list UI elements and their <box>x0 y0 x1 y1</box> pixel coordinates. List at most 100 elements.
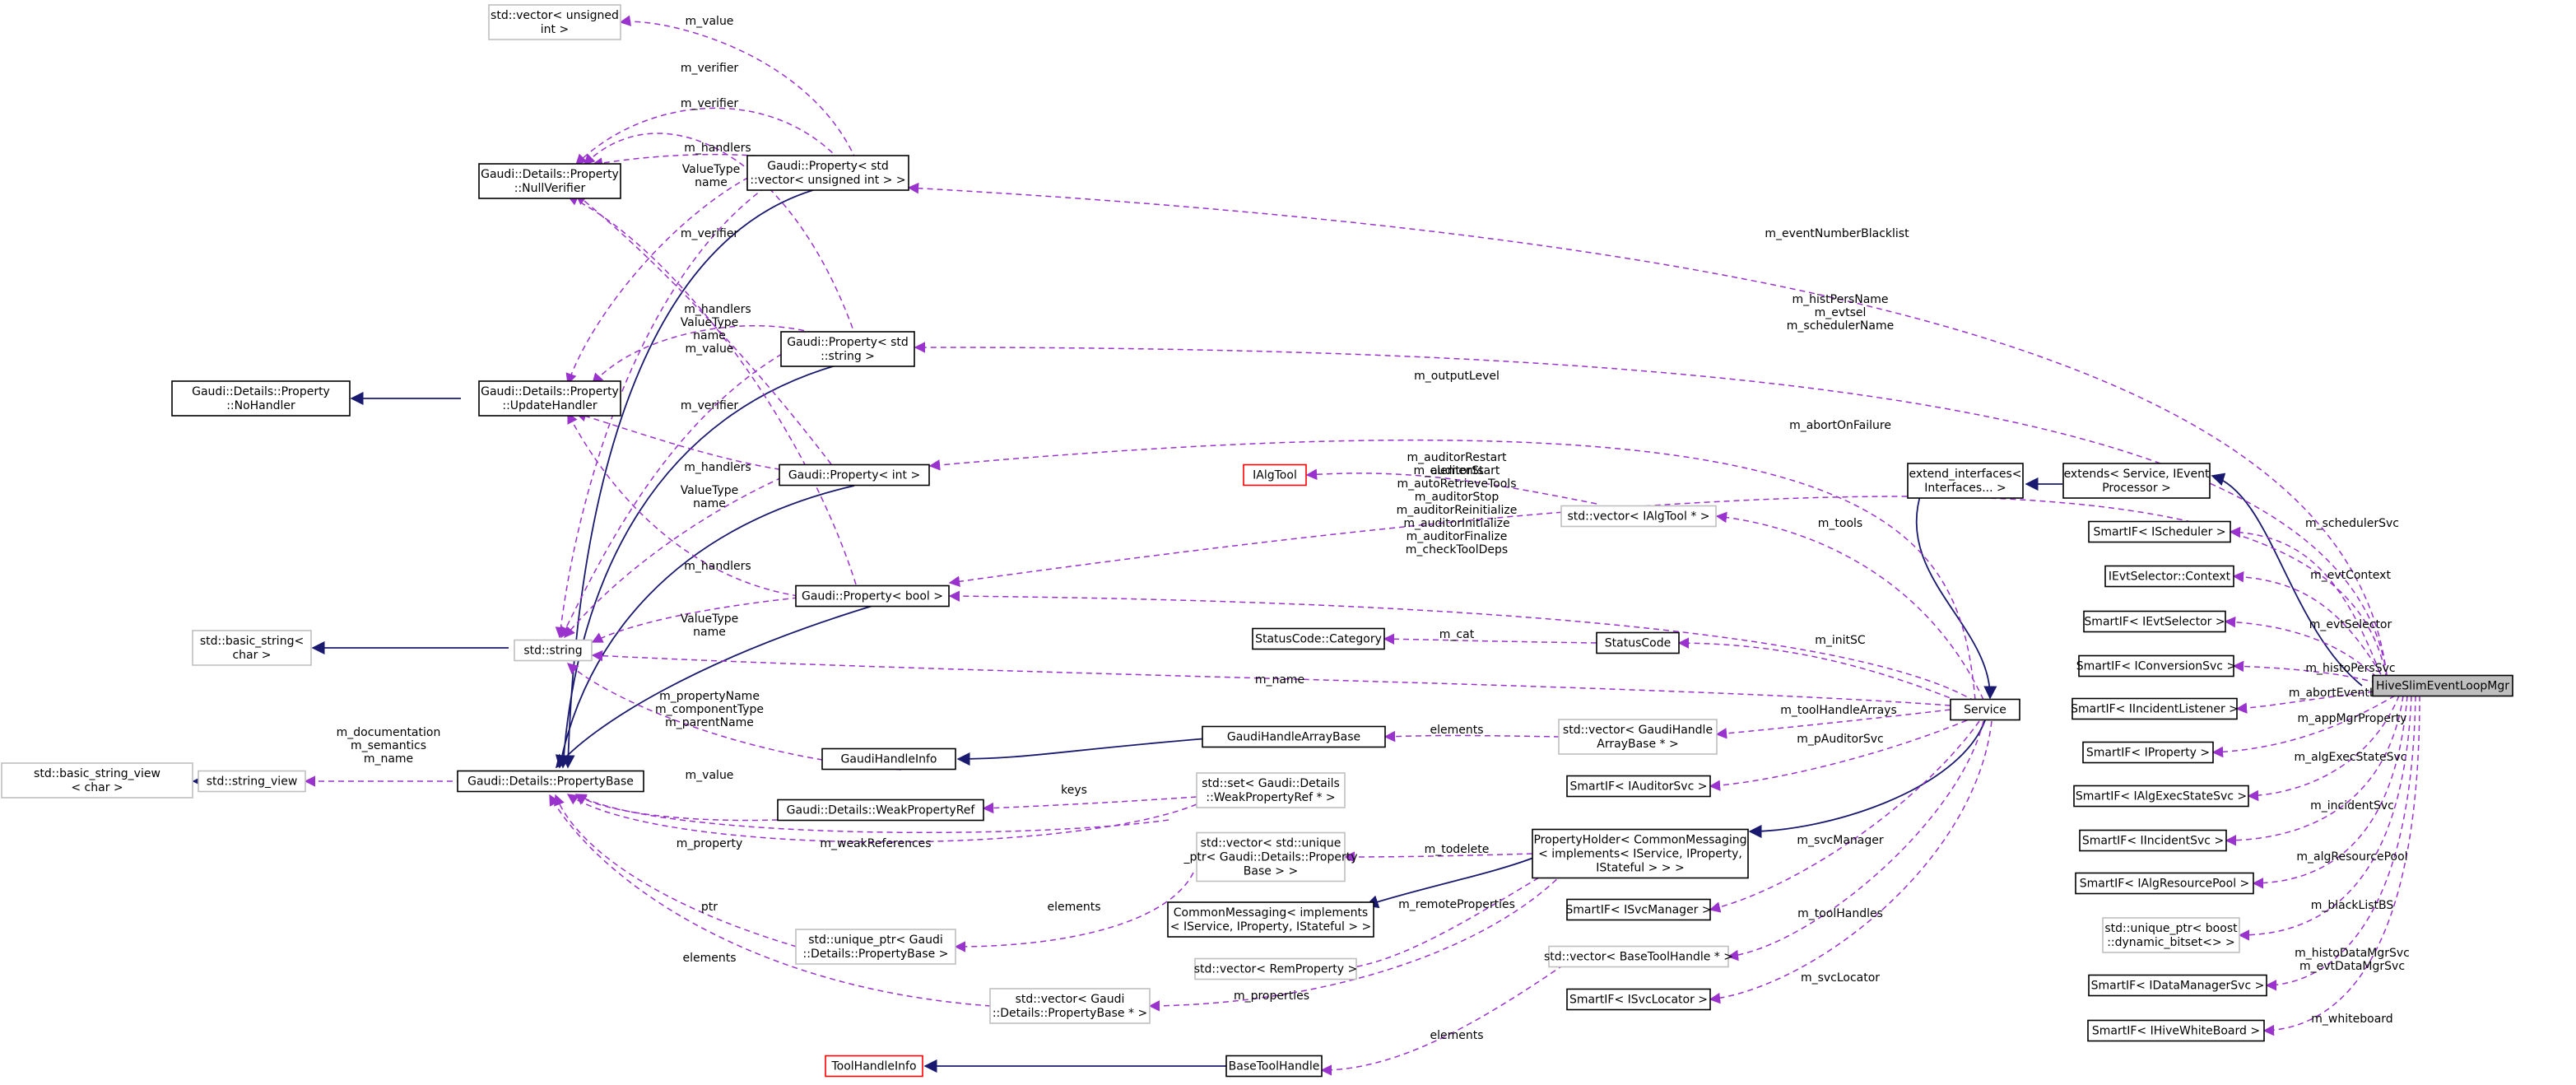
edges-layer <box>192 15 2420 1076</box>
class-node-ialgtool[interactable]: IAlgTool <box>1243 463 1307 487</box>
class-node-smartif-svclocator[interactable]: SmartIF< ISvcLocator > <box>1566 988 1711 1011</box>
edge-label-line: m_auditorFinalize <box>1407 530 1508 543</box>
class-node-commonmessaging[interactable]: CommonMessaging< implements< IService, I… <box>1167 901 1374 938</box>
class-node-label: std::vector< RemProperty > <box>1194 963 1357 976</box>
class-node-propertyholder[interactable]: PropertyHolder< CommonMessaging< impleme… <box>1532 828 1749 879</box>
class-node-smartif-evtselector[interactable]: SmartIF< IEvtSelector > <box>2083 610 2226 633</box>
class-node-prop-bool[interactable]: Gaudi::Property< bool > <box>795 584 950 608</box>
class-node-statuscode[interactable]: StatusCode <box>1596 631 1680 654</box>
class-node-label-line: int > <box>541 23 569 36</box>
usage-edge-31 <box>948 496 2388 680</box>
edge-label-line: m_property <box>677 837 743 850</box>
class-node-smartif-datamanagersvc[interactable]: SmartIF< IDataManagerSvc > <box>2088 974 2267 997</box>
edge-label-line: m_svcManager <box>1797 834 1884 847</box>
class-node-label-line: ArrayBase * > <box>1597 738 1678 751</box>
class-node-box <box>746 155 909 191</box>
class-node-smartif-property[interactable]: SmartIF< IProperty > <box>2082 741 2214 764</box>
class-node-label-line: SmartIF< ISvcManager > <box>1565 904 1711 917</box>
class-node-set-weakref[interactable]: std::set< Gaudi::Details::WeakPropertyRe… <box>1196 772 1346 808</box>
class-node-label: PropertyHolder< CommonMessaging< impleme… <box>1533 834 1746 875</box>
class-node-nullverifier[interactable]: Gaudi::Details::Property::NullVerifier <box>478 163 621 199</box>
class-node-label: ToolHandleInfo <box>830 1060 916 1073</box>
class-node-prop-vec-uint[interactable]: Gaudi::Property< std::vector< unsigned i… <box>746 155 909 191</box>
class-node-smartif-conversionsvc[interactable]: SmartIF< IConversionSvc > <box>2076 654 2236 678</box>
class-node-smartif-auditorsvc[interactable]: SmartIF< IAuditorSvc > <box>1566 775 1711 798</box>
class-node-propertybase[interactable]: Gaudi::Details::PropertyBase <box>457 770 644 793</box>
class-node-box <box>2082 741 2214 764</box>
class-node-box <box>1167 901 1374 938</box>
edge-label-line: m_auditorStop <box>1415 491 1500 504</box>
class-node-weakpropertyref[interactable]: Gaudi::Details::WeakPropertyRef <box>777 799 984 822</box>
usage-edge-48 <box>1709 720 1980 913</box>
usage-edge-37 <box>591 650 1951 706</box>
usage-edge-45 <box>574 794 1169 834</box>
class-node-smartif-incidentlistener[interactable]: SmartIF< IIncidentListener > <box>2071 697 2239 720</box>
class-node-label-line: IStateful > > > <box>1596 862 1684 875</box>
class-node-basic-string-view[interactable]: std::basic_string_view< char > <box>1 762 193 799</box>
class-node-smartif-algresourcepool[interactable]: SmartIF< IAlgResourcePool > <box>2075 872 2254 895</box>
inheritance-edge-3 <box>1748 719 1986 839</box>
class-node-label-line: char > <box>232 649 271 662</box>
class-node-vec-uptr-propbase[interactable]: std::vector< std::unique_ptr< Gaudi::Det… <box>1183 831 1358 882</box>
class-node-vec-propbase-ptr[interactable]: std::vector< Gaudi::Details::PropertyBas… <box>989 988 1151 1024</box>
class-node-ievtselector-context[interactable]: IEvtSelector::Context <box>2104 565 2234 588</box>
edge-label-line: m_tools <box>1818 517 1862 530</box>
class-node-prop-string[interactable]: Gaudi::Property< std::string > <box>780 331 915 367</box>
edge-label-m-appmgrproperty: m_appMgrProperty <box>2298 712 2407 725</box>
class-node-label-line: ::WeakPropertyRef * > <box>1206 791 1335 804</box>
class-node-vec-remproperty[interactable]: std::vector< RemProperty > <box>1194 957 1357 980</box>
class-node-extend-interfaces[interactable]: extend_interfaces<Interfaces... > <box>1907 463 2024 499</box>
class-node-box <box>1548 945 1729 968</box>
class-node-string-view[interactable]: std::string_view <box>198 770 306 793</box>
class-node-gaudihandlearraybase[interactable]: GaudiHandleArrayBase <box>1202 725 1386 748</box>
class-node-service[interactable]: Service <box>1950 698 2020 721</box>
class-node-smartif-scheduler[interactable]: SmartIF< IScheduler > <box>2088 520 2231 543</box>
class-node-uptr-propbase[interactable]: std::unique_ptr< Gaudi::Details::Propert… <box>795 929 956 965</box>
usage-edge-15 <box>575 107 840 165</box>
class-node-box <box>2079 829 2227 852</box>
class-node-label: std::vector< IAlgTool * > <box>1568 510 1710 524</box>
class-node-label: std::vector< std::unique_ptr< Gaudi::Det… <box>1183 837 1357 878</box>
edge-label-line: m_incidentSvc <box>2310 799 2394 813</box>
class-node-smartif-hivewhiteboard[interactable]: SmartIF< IHiveWhiteBoard > <box>2087 1019 2265 1042</box>
edge-label-m-incidentsvc: m_incidentSvc <box>2310 799 2394 813</box>
class-node-vec-basetoolhandle[interactable]: std::vector< BaseToolHandle * > <box>1544 945 1733 968</box>
class-node-vec-ialgtool[interactable]: std::vector< IAlgTool * > <box>1560 505 1717 528</box>
class-node-label: StatusCode::Category <box>1255 633 1382 646</box>
class-node-label-line: SmartIF< IConversionSvc > <box>2076 660 2236 673</box>
class-node-updatehandler[interactable]: Gaudi::Details::Property::UpdateHandler <box>478 380 621 417</box>
class-node-label: IAlgTool <box>1253 469 1297 482</box>
class-node-nohandler[interactable]: Gaudi::Details::Property::NoHandler <box>171 380 351 417</box>
class-node-hiveslim[interactable]: HiveSlimEventLoopMgr <box>2372 674 2513 697</box>
class-node-label-line: ::Details::PropertyBase * > <box>993 1007 1147 1020</box>
class-node-label-line: extends< Service, IEvent <box>2064 468 2210 481</box>
class-node-smartif-svcmanager[interactable]: SmartIF< ISvcManager > <box>1565 898 1712 921</box>
class-node-std-string[interactable]: std::string <box>514 639 593 662</box>
edge-label-line: ValueType <box>682 163 741 176</box>
usage-edge-27 <box>591 597 799 643</box>
class-node-smartif-incidentsvc[interactable]: SmartIF< IIncidentSvc > <box>2079 829 2227 852</box>
class-node-basetoolhandle[interactable]: BaseToolHandle <box>1225 1055 1323 1078</box>
class-node-smartif-algexecstatesvc[interactable]: SmartIF< IAlgExecStateSvc > <box>2073 785 2249 808</box>
edge-label-line: m_handlers <box>684 560 751 573</box>
class-node-basic-string[interactable]: std::basic_string<char > <box>192 630 312 666</box>
edge-label-m-svclocator: m_svcLocator <box>1801 971 1880 985</box>
class-node-label-line: std::set< Gaudi::Details <box>1202 777 1340 790</box>
class-node-sc-category[interactable]: StatusCode::Category <box>1252 627 1385 650</box>
class-node-uptr-bitset[interactable]: std::unique_ptr< boost::dynamic_bitset<>… <box>2102 917 2240 953</box>
usage-edge-33 <box>1715 511 1984 701</box>
class-node-toolhandleinfo[interactable]: ToolHandleInfo <box>825 1055 923 1078</box>
class-node-prop-int[interactable]: Gaudi::Property< int > <box>779 463 930 487</box>
usage-edge-59 <box>2224 616 2392 692</box>
class-node-label: extend_interfaces<Interfaces... > <box>1909 468 2022 495</box>
edge-label-m-handlers-3: m_handlers <box>684 461 751 474</box>
edge-label-m-initsc: m_initSC <box>1815 634 1866 647</box>
class-node-label: SmartIF< IHiveWhiteBoard > <box>2092 1025 2260 1038</box>
class-node-box <box>478 163 621 199</box>
class-node-gaudihandleinfo[interactable]: GaudiHandleInfo <box>821 747 956 771</box>
